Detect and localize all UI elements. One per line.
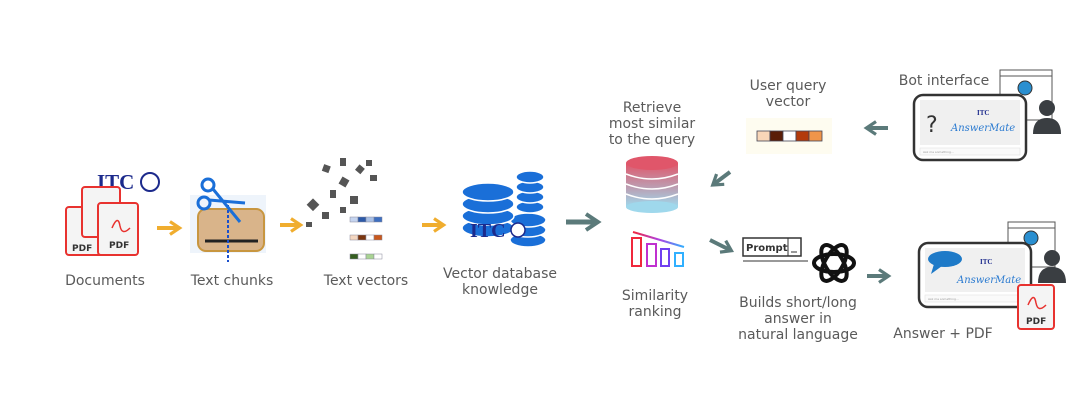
label-retrieve-2: most similar [608, 116, 696, 132]
user-icon [1033, 100, 1061, 134]
label-similarity-1: Similarity [621, 288, 689, 304]
pdf-icon: PDF [1017, 284, 1055, 330]
user-icon [1038, 250, 1066, 283]
pdf-label: PDF [1026, 317, 1046, 327]
globe-icon [1017, 80, 1033, 96]
ranking-chart-icon [631, 231, 685, 267]
itc-logo: ITC [977, 109, 989, 117]
ilo-seal-icon [140, 172, 160, 192]
chat-bubble-icon [928, 251, 962, 267]
prompt-box-icon: Prompt [742, 237, 808, 262]
label-builds-3: natural language [738, 327, 858, 343]
label-vector-db-1: Vector database [443, 266, 557, 282]
label-builds-1: Builds short/long [739, 295, 857, 311]
answer-interface-icon: ITC AnswerMate Ask me something... PDF [917, 221, 1066, 330]
label-user-query-2: vector [765, 94, 811, 110]
chat-input-placeholder: Ask me something... [928, 297, 959, 301]
label-answer: Answer + PDF [893, 326, 993, 342]
database-icon: ITC [461, 170, 547, 248]
label-user-query-1: User query [749, 78, 827, 94]
query-vector-icon [746, 118, 832, 154]
answermate-logo: AnswerMate [956, 275, 1021, 286]
svg-text:PDF: PDF [72, 244, 92, 254]
label-vector-db-2: knowledge [462, 282, 538, 298]
arrow-icon [709, 238, 735, 254]
label-builds-2: answer in [764, 311, 832, 327]
label-retrieve-1: Retrieve [622, 100, 682, 116]
itc-logo: ITC [980, 258, 992, 266]
globe-icon [1023, 230, 1039, 246]
label-documents: Documents [65, 273, 145, 289]
pdf-documents-icon: ITC PDF PDF [65, 170, 160, 256]
label-bot-interface: Bot interface [898, 73, 990, 89]
openai-logo-icon [812, 243, 856, 283]
text-vectors-icon [306, 158, 383, 260]
label-similarity-2: ranking [628, 304, 682, 320]
label-retrieve-3: to the query [608, 132, 696, 148]
label-text-vectors: Text vectors [323, 273, 409, 289]
prompt-label: Prompt [746, 243, 788, 254]
retrieve-database-icon [625, 156, 679, 213]
arrow-icon [710, 170, 732, 187]
question-mark: ? [926, 113, 938, 138]
label-text-chunks: Text chunks [190, 273, 274, 289]
svg-text:ITC: ITC [470, 220, 506, 242]
answermate-logo: AnswerMate [950, 123, 1015, 134]
bot-interface-icon: ? ITC AnswerMate Ask me something... [912, 69, 1061, 162]
scissors-icon [190, 177, 266, 262]
svg-text:PDF: PDF [109, 241, 129, 251]
chat-input-placeholder: Ask me something... [923, 150, 954, 154]
